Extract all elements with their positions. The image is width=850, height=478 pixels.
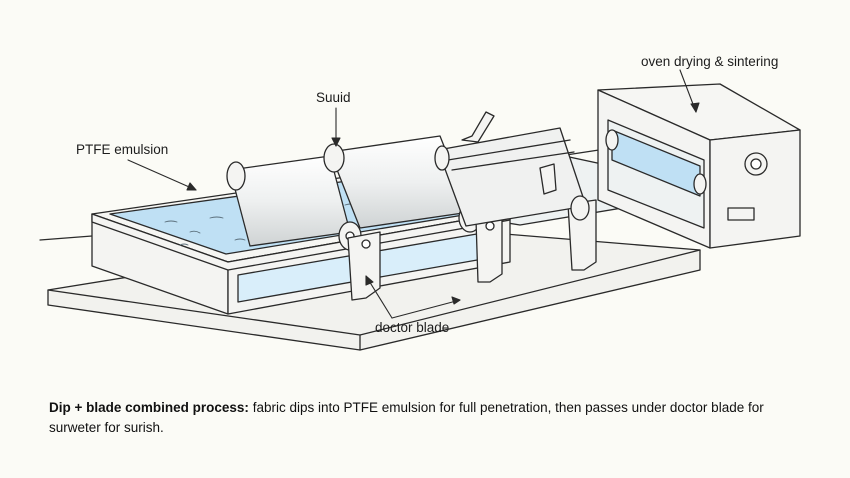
support-post-mid xyxy=(475,215,503,283)
incoming-fabric xyxy=(39,235,93,241)
support-post-left xyxy=(347,231,381,301)
label-ptfe-emulsion: PTFE emulsion xyxy=(76,142,169,157)
label-doctor-blade: doctor blade xyxy=(375,320,450,335)
caption-text: fabric dips into PTFE emulsion for full … xyxy=(49,400,764,435)
label-oven-drying-sintering: oven drying & sintering xyxy=(641,54,779,69)
leader-lines xyxy=(127,69,700,319)
caption-bold: Dip + blade combined process: xyxy=(49,400,249,415)
label-squid-roller: Suuid xyxy=(316,90,351,105)
oven-box xyxy=(597,83,801,249)
doctor-blade-assembly xyxy=(434,111,590,227)
caption: Dip + blade combined process: fabric dip… xyxy=(49,398,769,438)
